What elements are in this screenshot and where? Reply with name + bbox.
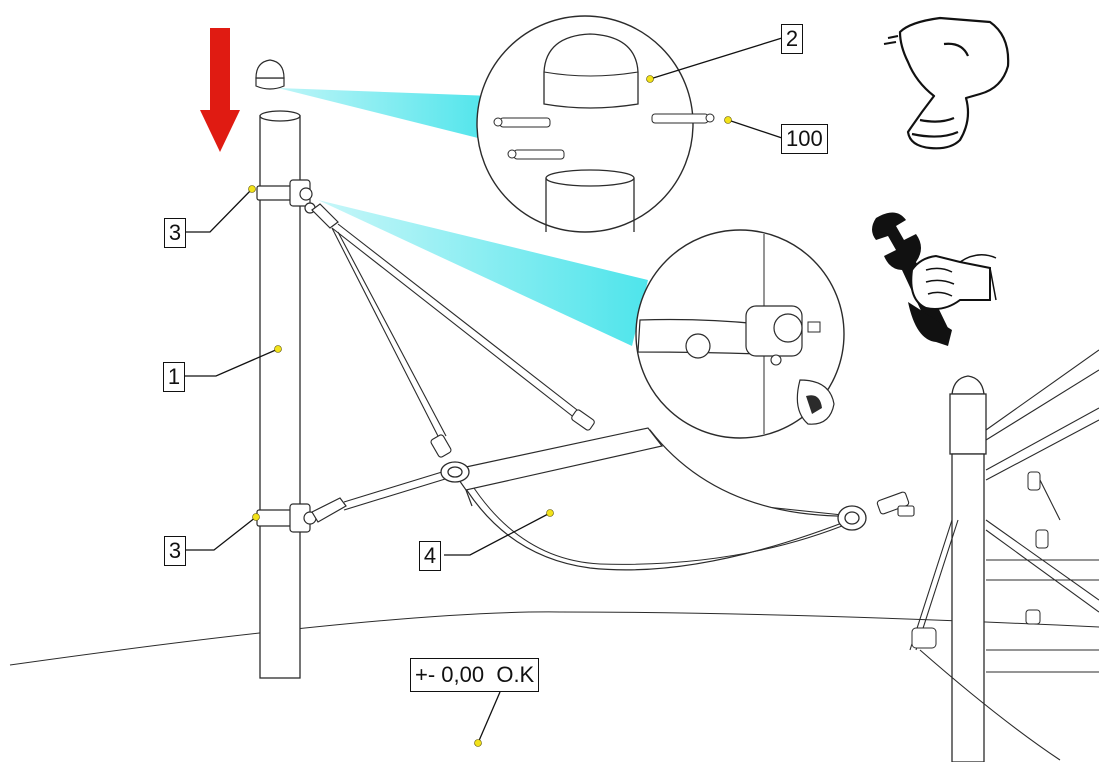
callout-pole: 1 xyxy=(163,362,185,392)
turnbuckles xyxy=(430,409,915,517)
right-pole xyxy=(949,375,987,762)
main-pole xyxy=(259,110,301,679)
callout-screws: 100 xyxy=(781,124,828,154)
callout-sail: 4 xyxy=(419,541,441,571)
pole-cap xyxy=(255,59,285,90)
callout-clamp-top: 3 xyxy=(164,218,186,248)
lower-clamp xyxy=(256,497,347,533)
callout-clamp-bottom: 3 xyxy=(164,536,186,566)
leader-dots xyxy=(248,75,732,747)
shade-sail xyxy=(454,429,861,571)
corner-rings xyxy=(440,461,867,531)
sail-batten xyxy=(450,427,664,507)
right-fittings xyxy=(911,471,1049,649)
down-arrow-icon xyxy=(200,28,240,152)
detail-circle-cap xyxy=(476,15,715,233)
sail-hem xyxy=(469,481,853,565)
ground-line xyxy=(9,611,1099,666)
detail-beam-clamp xyxy=(318,200,648,346)
leader-lines xyxy=(184,37,783,744)
detail-circle-clamp xyxy=(635,229,845,439)
ground-level-label: +- 0,00 O.K xyxy=(410,658,540,692)
rigging-cables xyxy=(331,223,853,525)
callout-cap: 2 xyxy=(781,24,803,54)
wrench-hand-icon xyxy=(872,212,997,346)
detail-beam-cap xyxy=(278,88,492,138)
drill-icon xyxy=(883,16,1010,150)
right-structure xyxy=(909,349,1099,761)
upper-clamp xyxy=(256,179,339,229)
